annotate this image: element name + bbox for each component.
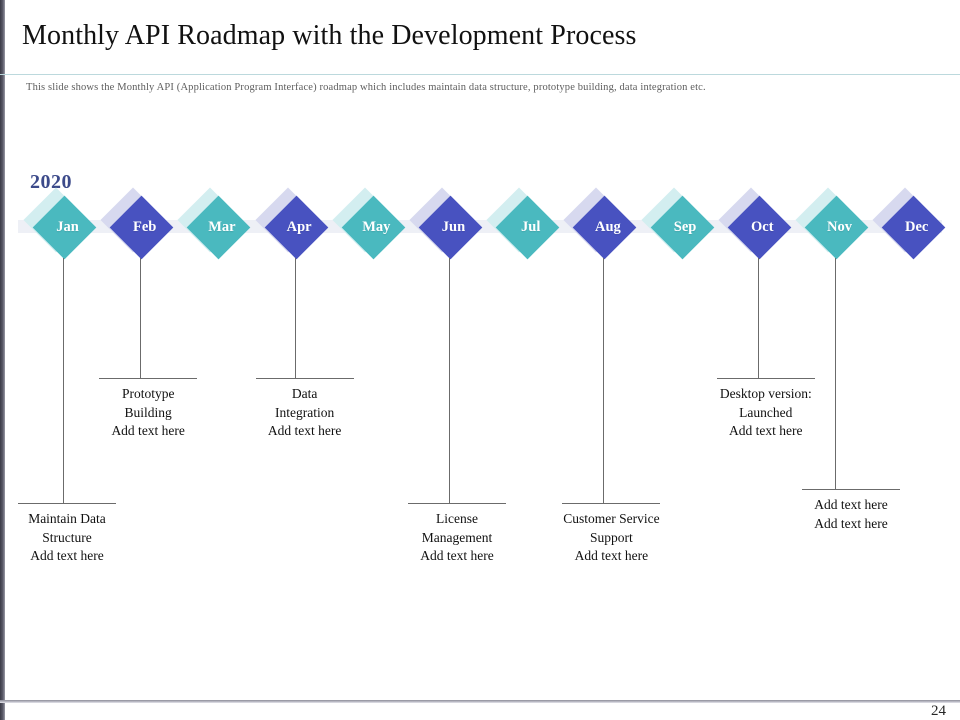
callout-text-line: Add text here <box>30 548 104 563</box>
callout-text-line: Support <box>590 529 633 545</box>
slide-subtitle: This slide shows the Monthly API (Applic… <box>26 82 706 93</box>
callout-stem-line <box>63 258 64 503</box>
timeline-node-oct[interactable]: Oct <box>718 187 792 260</box>
callout-stem-line <box>835 258 836 489</box>
callout-cap-line <box>99 378 198 379</box>
callout-text-line: Add text here <box>111 423 185 438</box>
callout-cap-line <box>408 503 506 504</box>
timeline-node-mar[interactable]: Mar <box>177 187 251 260</box>
callout-text-line: Management <box>421 529 493 545</box>
timeline-node-aug[interactable]: Aug <box>563 187 637 260</box>
callout-text-line: Building <box>124 404 172 420</box>
callout-stem-line <box>757 258 759 378</box>
footer-divider <box>0 700 960 703</box>
timeline-node-sep[interactable]: Sep <box>641 187 714 260</box>
callout-text-line: Customer Service <box>563 511 660 526</box>
callout-stem-line <box>603 258 605 503</box>
callout-cap-line <box>716 378 815 379</box>
timeline-node-jan[interactable]: Jan <box>23 187 97 260</box>
timeline-node-may[interactable]: May <box>332 187 406 260</box>
timeline-year-label: 2020 <box>30 171 72 193</box>
callout-cap-line <box>18 503 116 504</box>
callout-text-line: Add text here <box>814 497 888 512</box>
timeline-node-dec[interactable]: Dec <box>872 187 946 260</box>
callout-stem-line <box>140 258 142 378</box>
callout-text-line: Add text here <box>574 548 649 563</box>
page-number: 24 <box>931 703 946 719</box>
callout-stem-line <box>294 258 296 378</box>
callout-text-line: Add text here <box>729 423 803 438</box>
timeline-node-jun[interactable]: Jun <box>409 187 483 260</box>
callout-text-line: Prototype <box>121 386 175 401</box>
timeline-node-feb[interactable]: Feb <box>100 187 174 260</box>
callout-cap-line <box>255 378 354 379</box>
callout-text-line: License <box>436 511 478 526</box>
callout-text-line: Data <box>291 386 318 401</box>
callout-cap-line <box>802 489 900 490</box>
callout-text-line: Launched <box>739 404 793 420</box>
timeline-node-nov[interactable]: Nov <box>795 187 869 260</box>
left-edge-accent-bar <box>0 0 5 720</box>
callout-text-line: Desktop version: <box>719 386 812 401</box>
callout-text-line: Add text here <box>814 515 888 531</box>
callout-text-line: Add text here <box>267 423 342 438</box>
callout-text-line: Integration <box>274 404 335 420</box>
callout-cap-line <box>562 503 661 504</box>
title-divider <box>0 74 960 75</box>
timeline-node-apr[interactable]: Apr <box>255 187 328 260</box>
callout-text-line: Maintain Data <box>28 511 106 526</box>
callout-text-line: Structure <box>42 529 92 545</box>
callout-text-line: Add text here <box>420 548 494 563</box>
page-title: Monthly API Roadmap with the Development… <box>22 20 637 51</box>
timeline-node-jul[interactable]: Jul <box>486 187 560 260</box>
callout-stem-line <box>449 258 450 503</box>
